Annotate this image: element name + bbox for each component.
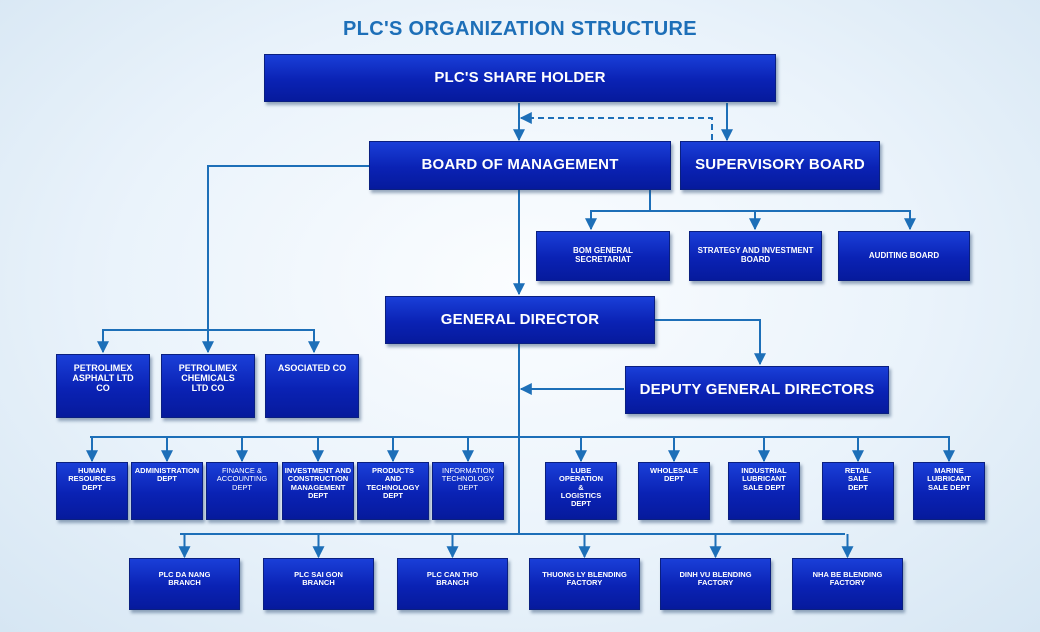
dept-lube-operation-logistics: LUBE OPERATION & LOGISTICS DEPT bbox=[545, 462, 617, 520]
board-of-management-box: BOARD OF MANAGEMENT bbox=[369, 141, 671, 190]
branch-sai-gon: PLC SAI GON BRANCH bbox=[263, 558, 374, 610]
dept-products-technology: PRODUCTS AND TECHNOLOGY DEPT bbox=[357, 462, 429, 520]
general-director-box: GENERAL DIRECTOR bbox=[385, 296, 655, 344]
supervisory-board-box: SUPERVISORY BOARD bbox=[680, 141, 880, 190]
dept-wholesale: WHOLESALE DEPT bbox=[638, 462, 710, 520]
dept-marine-lubricant-sale: MARINE LUBRICANT SALE DEPT bbox=[913, 462, 985, 520]
deputy-general-directors-box: DEPUTY GENERAL DIRECTORS bbox=[625, 366, 889, 414]
bom-general-secretariat-box: BOM GENERAL SECRETARIAT bbox=[536, 231, 670, 281]
company-petrolimex-asphalt: PETROLIMEX ASPHALT LTD CO bbox=[56, 354, 150, 418]
auditing-board-box: AUDITING BOARD bbox=[838, 231, 970, 281]
dept-retail-sale: RETAIL SALE DEPT bbox=[822, 462, 894, 520]
dept-finance-accounting: FINANCE & ACCOUNTING DEPT bbox=[206, 462, 278, 520]
company-petrolimex-chemicals: PETROLIMEX CHEMICALS LTD CO bbox=[161, 354, 255, 418]
chart-title: PLC'S ORGANIZATION STRUCTURE bbox=[343, 18, 697, 40]
dept-investment-construction: INVESTMENT AND CONSTRUCTION MANAGEMENT D… bbox=[282, 462, 354, 520]
branch-thuong-ly-factory: THUONG LY BLENDING FACTORY bbox=[529, 558, 640, 610]
dept-industrial-lubricant-sale: INDUSTRIAL LUBRICANT SALE DEPT bbox=[728, 462, 800, 520]
branch-can-tho: PLC CAN THO BRANCH bbox=[397, 558, 508, 610]
branch-da-nang: PLC DA NANG BRANCH bbox=[129, 558, 240, 610]
company-asociated: ASOCIATED CO bbox=[265, 354, 359, 418]
dept-administration: ADMINISTRATION DEPT bbox=[131, 462, 203, 520]
share-holder-box: PLC'S SHARE HOLDER bbox=[264, 54, 776, 102]
branch-nha-be-factory: NHA BE BLENDING FACTORY bbox=[792, 558, 903, 610]
branch-dinh-vu-factory: DINH VU BLENDING FACTORY bbox=[660, 558, 771, 610]
dept-human-resources: HUMAN RESOURCES DEPT bbox=[56, 462, 128, 520]
dept-information-technology: INFORMATION TECHNOLOGY DEPT bbox=[432, 462, 504, 520]
strategy-investment-board-box: STRATEGY AND INVESTMENT BOARD bbox=[689, 231, 822, 281]
